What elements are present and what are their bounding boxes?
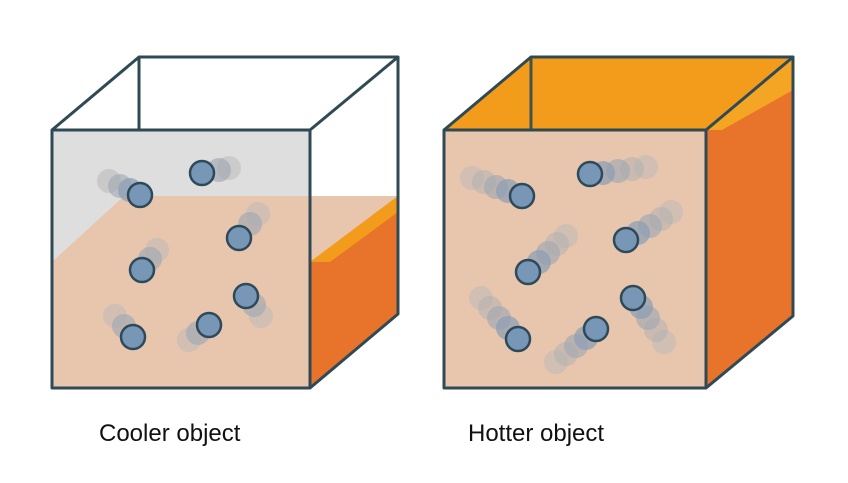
particle	[195, 311, 223, 339]
hotter-cube-edges	[442, 55, 795, 390]
particle	[232, 282, 260, 310]
cooler-cube-edges	[50, 55, 400, 390]
hotter-side-face	[706, 57, 793, 388]
particle	[582, 315, 610, 343]
particle	[128, 256, 156, 284]
cooler-object-label: Cooler object	[99, 420, 241, 447]
particle	[188, 159, 216, 187]
hotter-object-label: Hotter object	[468, 420, 605, 447]
hotter-particles	[460, 155, 683, 374]
hotter-object-box	[442, 55, 795, 390]
particle	[619, 284, 647, 312]
cooler-particles	[97, 156, 273, 352]
particle	[119, 323, 147, 351]
particle	[225, 224, 253, 252]
cooler-object-box	[50, 55, 400, 390]
particle	[504, 325, 532, 353]
cooler-liquid-side	[310, 196, 398, 388]
particle	[612, 226, 640, 254]
cooler-liquid-top	[310, 196, 398, 262]
particle	[126, 181, 154, 209]
particle	[514, 258, 542, 286]
particle	[508, 182, 536, 210]
particle	[576, 160, 604, 188]
